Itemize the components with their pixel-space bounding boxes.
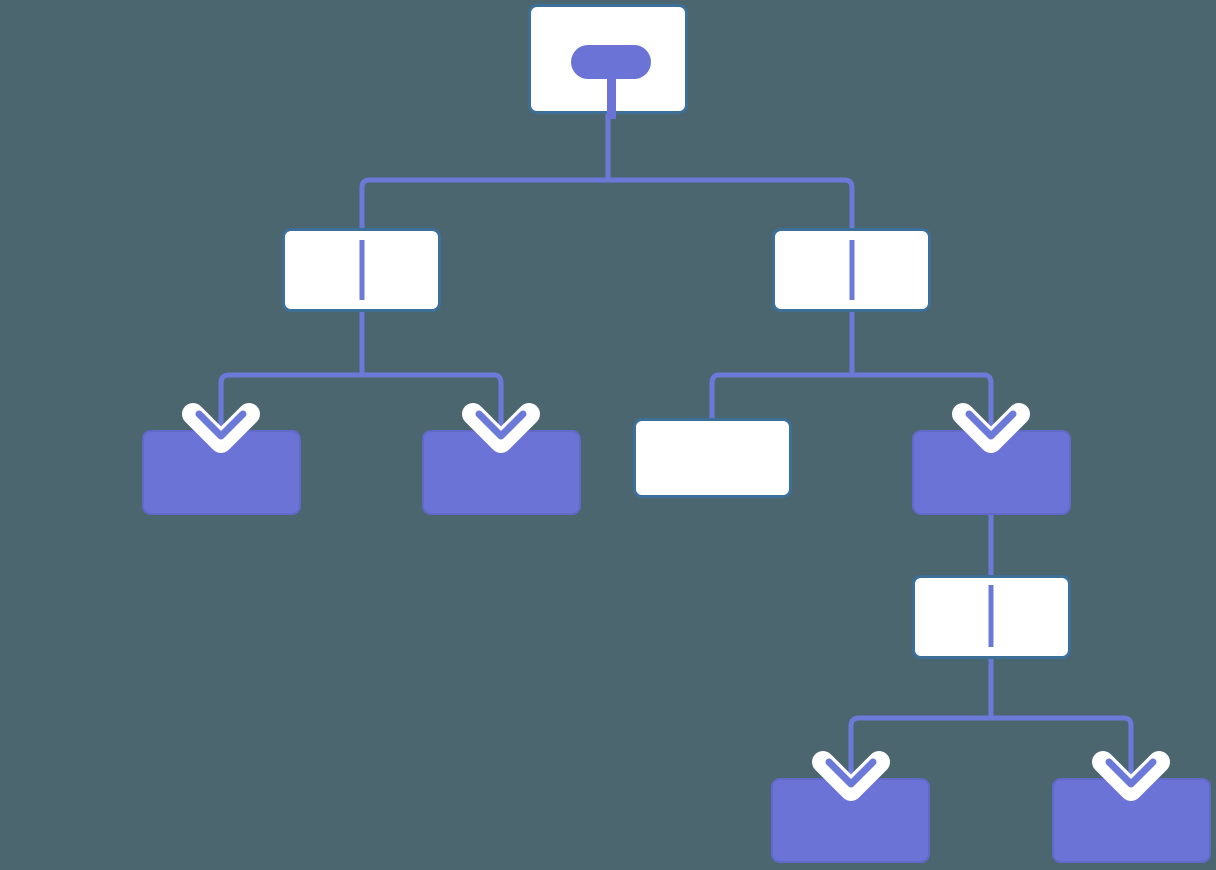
edge-l1-to-l2b xyxy=(362,372,504,437)
root-pill-stem-icon xyxy=(607,79,616,119)
edge-r3-to-r4a xyxy=(848,715,991,785)
edge-r1-to-r2a xyxy=(709,372,852,420)
node-level3-right[interactable] xyxy=(912,575,1071,659)
node-level2-right-b[interactable] xyxy=(912,430,1071,515)
edge-r3-to-r4b xyxy=(991,715,1134,785)
node-level2-left-a[interactable] xyxy=(142,430,301,515)
node-root[interactable] xyxy=(528,4,688,119)
node-level1-left[interactable] xyxy=(282,228,441,312)
node-level4-right-a[interactable] xyxy=(771,778,930,863)
edge-l1-to-l2a xyxy=(218,372,362,437)
node-level2-left-b[interactable] xyxy=(422,430,581,515)
edge-r1-to-r2b xyxy=(852,372,994,437)
node-level1-right[interactable] xyxy=(772,228,931,312)
node-level2-right-a[interactable] xyxy=(633,418,792,498)
node-level4-right-b[interactable] xyxy=(1052,778,1211,863)
root-pill-icon xyxy=(571,45,651,79)
